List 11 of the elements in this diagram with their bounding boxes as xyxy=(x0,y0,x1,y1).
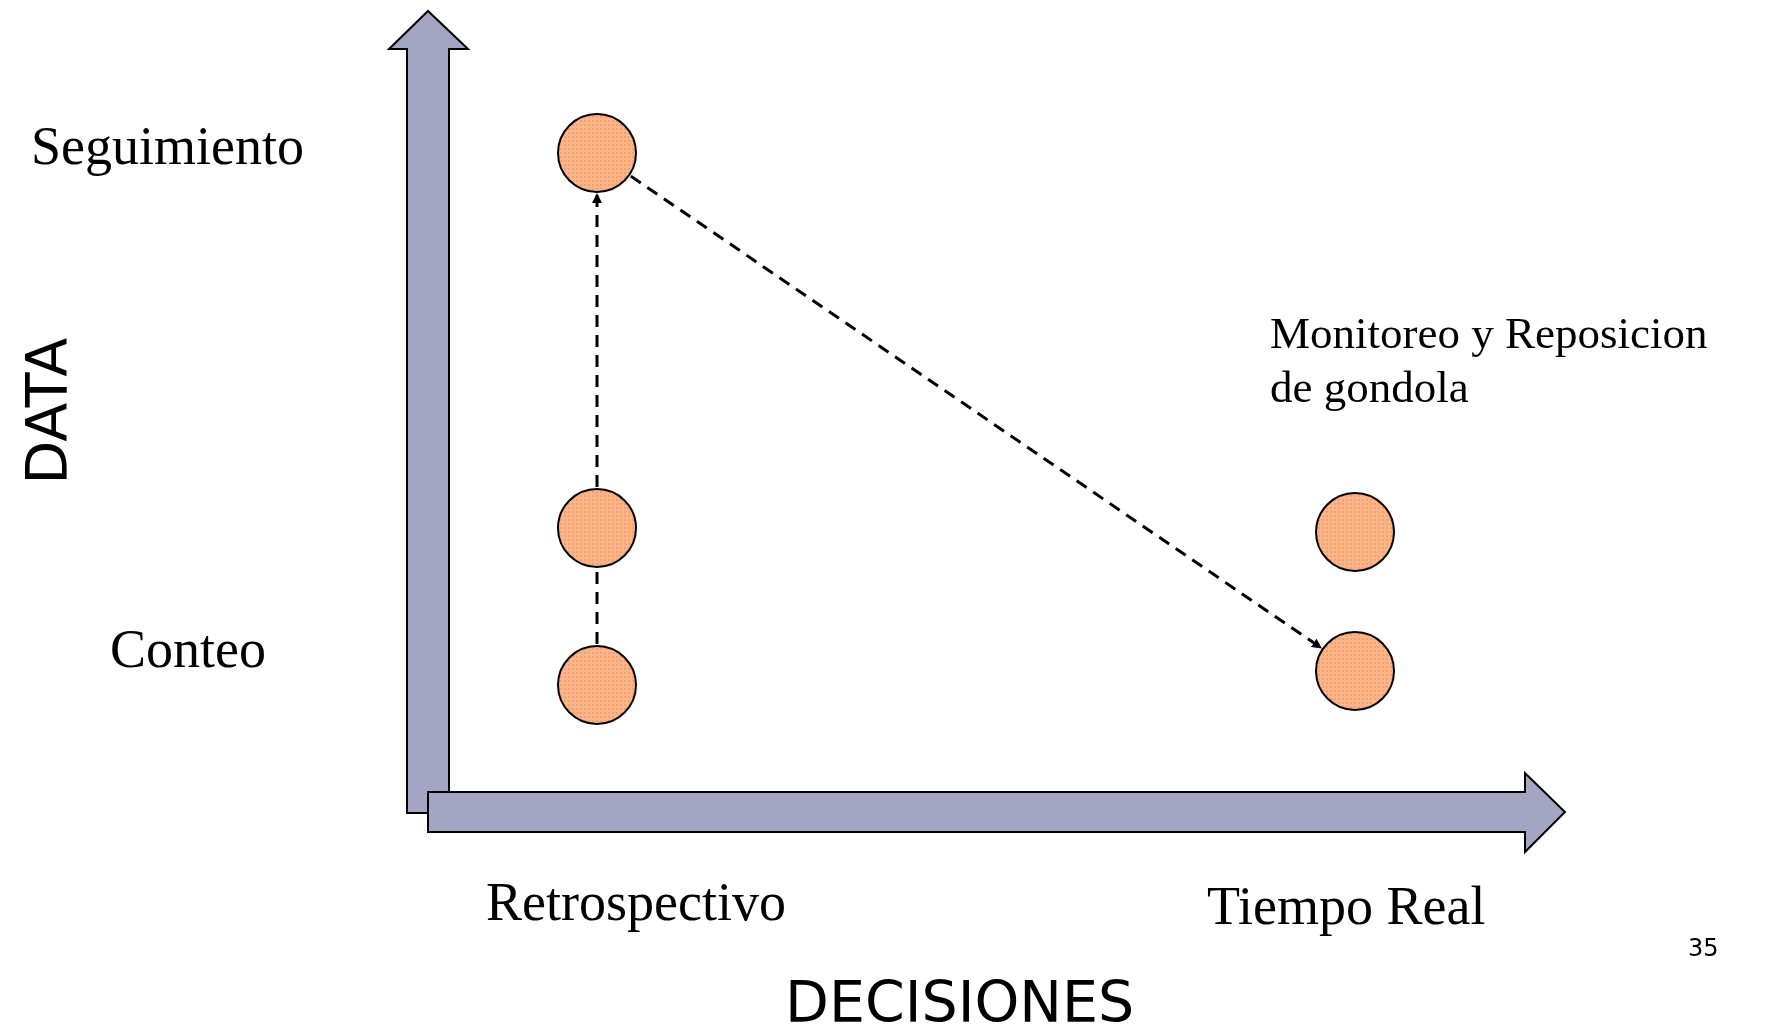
page-number: 35 xyxy=(1688,934,1719,963)
point-label: Monitoreo y Reposicion de gondola xyxy=(1270,307,1709,414)
axis-label: Seguimiento xyxy=(31,115,304,178)
axis-label: Tiempo Real xyxy=(1207,875,1486,938)
axis-title: DECISIONES xyxy=(785,968,1135,1029)
axis-title: DATA xyxy=(13,337,82,485)
dashed-arrow xyxy=(630,174,1322,650)
axis-label: Conteo xyxy=(110,618,266,681)
dashed-arrow xyxy=(592,193,602,487)
axis-label: Retrospectivo xyxy=(486,871,786,934)
dashed-line xyxy=(595,569,599,644)
